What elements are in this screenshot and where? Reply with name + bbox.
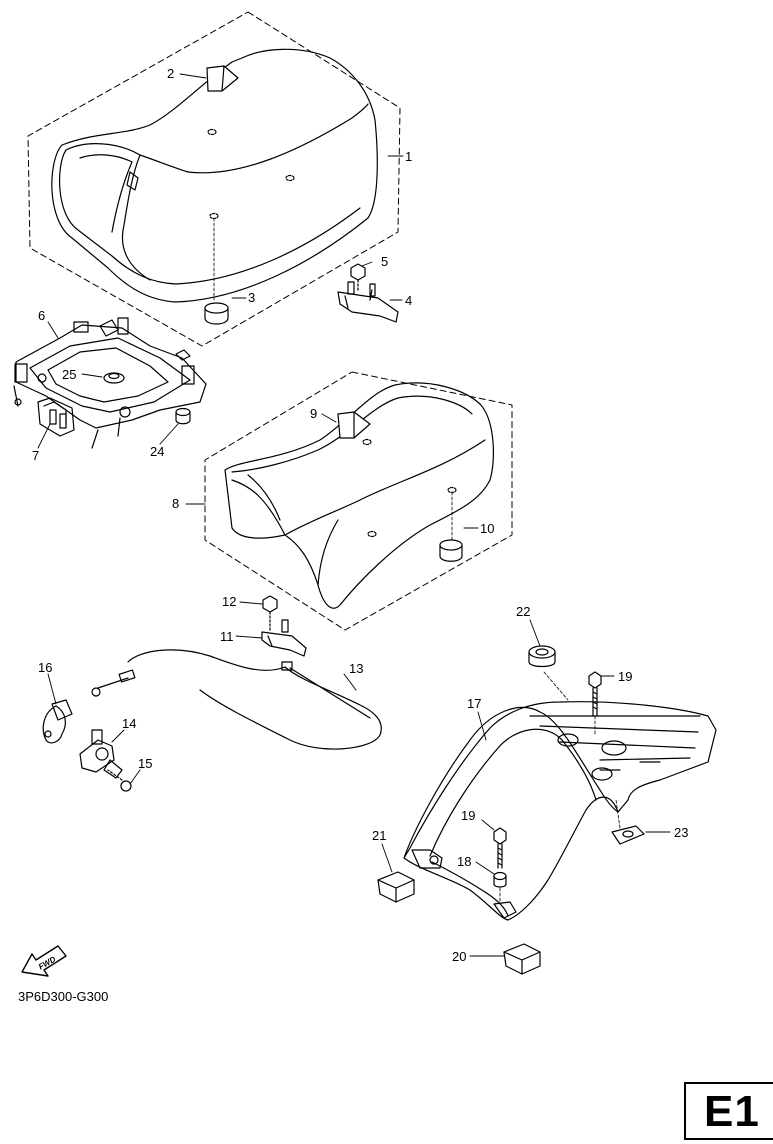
grommet-part-22 [528,645,556,668]
callout-24: 24 [150,444,164,459]
seat-bracket [13,317,207,449]
callout-19-top: 19 [618,669,632,684]
cap-part-21 [377,871,415,903]
lock-bracket-part-7 [37,397,75,437]
callout-3: 3 [248,290,255,305]
callout-7: 7 [32,448,39,463]
callout-6: 6 [38,308,45,323]
callout-19-bottom: 19 [461,808,475,823]
callout-14: 14 [122,716,136,731]
cap-part-20 [503,943,541,975]
seat-tape-part-2 [206,65,239,92]
bolt-part-19-bottom [493,827,507,869]
diagram-code: 3P6D300-G300 [18,989,109,1004]
callout-10: 10 [480,521,494,536]
callout-21: 21 [372,828,386,843]
damper-part-3 [204,302,229,325]
callout-18: 18 [457,854,471,869]
leader-lines [37,73,671,957]
rear-seat-boundary [204,371,513,631]
callout-5: 5 [381,254,388,269]
page-label-box: E1 [684,1082,773,1140]
callout-23: 23 [674,825,688,840]
callout-11: 11 [220,629,234,644]
front-seat-boundary [27,11,401,347]
callout-20: 20 [452,949,466,964]
damper-part-24 [175,407,191,425]
seat-tape-part-9 [337,411,371,439]
callout-12: 12 [222,594,236,609]
callout-8: 8 [172,496,179,511]
callout-1: 1 [405,149,412,164]
callout-13: 13 [349,661,363,676]
seat-lock-part-14 [79,729,123,779]
nut-part-5 [350,263,366,291]
collar-part-18 [493,871,507,903]
callout-2: 2 [167,66,174,81]
fwd-arrow-icon [21,945,67,977]
seat-lock-hook-part-11 [261,619,307,657]
bolt-part-12 [262,595,278,631]
bolt-part-19-top [588,671,602,737]
screw-part-15 [107,769,132,792]
page-label: E1 [704,1087,760,1136]
callout-9: 9 [310,406,317,421]
callout-17: 17 [467,696,481,711]
damper-part-10 [439,539,463,562]
callout-4: 4 [405,293,412,308]
callout-25: 25 [62,367,76,382]
rear-carrier-part-17 [403,701,717,921]
callout-15: 15 [138,756,152,771]
callout-22: 22 [516,604,530,619]
front-seat [51,48,378,303]
washer-part-23 [611,799,645,845]
seat-lock-cable-part-13 [91,649,382,750]
seat-lock-hook-part-4 [337,281,399,323]
bracket-part-16 [42,699,73,744]
callout-16: 16 [38,660,52,675]
grommet-part-25 [103,372,125,384]
